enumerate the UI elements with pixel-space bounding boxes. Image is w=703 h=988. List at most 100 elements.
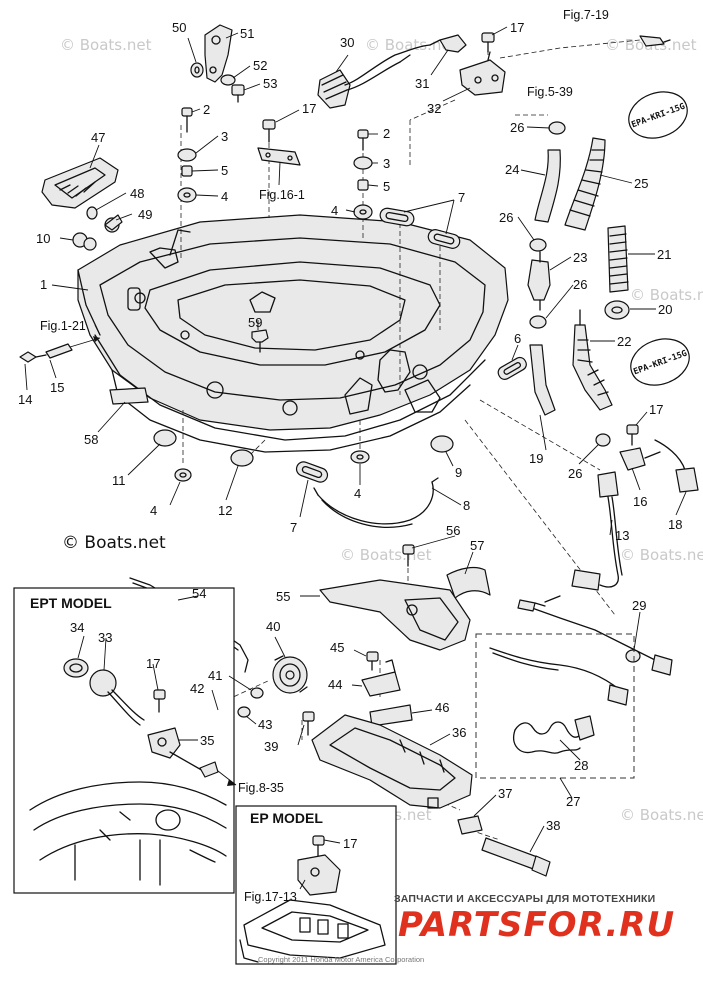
part-8-strap (313, 477, 439, 528)
callout-numbers: 50 51 52 53 2 3 5 4 47 48 49 10 1 Fig.1-… (18, 8, 682, 904)
part-20-grommet (604, 300, 630, 320)
callout-26: 26 (573, 277, 587, 292)
callout-28: 28 (574, 758, 588, 773)
callout-54: 54 (192, 586, 206, 601)
callout-8: 8 (463, 498, 470, 513)
callout-5: 5 (221, 163, 228, 178)
part-23-filter (527, 251, 551, 311)
part-39-bolt (302, 711, 315, 736)
ep-model-box: EP MODEL (235, 805, 397, 965)
part-43-washer (237, 706, 251, 718)
callout-48: 48 (130, 186, 144, 201)
callout-22: 22 (617, 334, 631, 349)
callout-17: 17 (302, 101, 316, 116)
part-17-bolt-top (262, 119, 276, 143)
part-12-plug (230, 449, 254, 467)
callout-4: 4 (354, 486, 361, 501)
watermark-text: © Boats.net (340, 546, 432, 564)
part-57-pad (446, 566, 491, 599)
part-18-cap (654, 439, 699, 493)
part-50-washer (190, 62, 204, 78)
fig-ref-8-35: Fig.8-35 (238, 781, 284, 795)
callout-5: 5 (383, 179, 390, 194)
callout-57: 57 (470, 538, 484, 553)
part-34-grommet (63, 658, 89, 678)
part-55-tray (319, 579, 471, 651)
part-30-switch (317, 39, 441, 109)
part-26-clamp-3 (529, 315, 547, 329)
fig-ref-5-39: Fig.5-39 (527, 85, 573, 99)
callout-33: 33 (98, 630, 112, 645)
callout-37: 37 (498, 786, 512, 801)
callout-53: 53 (263, 76, 277, 91)
callout-26: 26 (568, 466, 582, 481)
part-56-bolt (402, 544, 415, 567)
callout-47: 47 (91, 130, 105, 145)
callout-17: 17 (343, 836, 357, 851)
callout-19: 19 (529, 451, 543, 466)
part-45-bolt (366, 651, 379, 671)
part-17-bolt-topright (481, 32, 495, 53)
callout-45: 45 (330, 640, 344, 655)
callout-23: 23 (573, 250, 587, 265)
callout-16: 16 (633, 494, 647, 509)
ep-tray-detail (239, 899, 386, 963)
part-19-hose (529, 344, 556, 416)
callout-39: 39 (264, 739, 278, 754)
part-2-bolt-left (181, 107, 193, 133)
part-40-pulley (272, 655, 308, 694)
callout-26: 26 (499, 210, 513, 225)
callout-50: 50 (172, 20, 186, 35)
part-10-grommet (72, 232, 97, 251)
ept-engine-detail (29, 781, 227, 886)
part-35-bracket (147, 727, 219, 778)
part-4-grommet-left (177, 187, 197, 203)
part-fig16-bracket (257, 147, 301, 166)
part-49-collar (104, 214, 123, 233)
cable-fig7-19 (499, 35, 671, 59)
part-53-bolt (231, 84, 245, 103)
part-41-washer (250, 687, 264, 699)
part-17-bolt-ep (312, 835, 325, 857)
callout-46: 46 (435, 700, 449, 715)
fig-ref-16-1: Fig.16-1 (259, 188, 305, 202)
callout-21: 21 (657, 247, 671, 262)
callout-43: 43 (258, 717, 272, 732)
part-7-seals-top (379, 207, 461, 249)
part-17-bolt-right (626, 424, 639, 446)
part-29-cable (517, 595, 673, 676)
callout-17: 17 (146, 656, 160, 671)
callout-44: 44 (328, 677, 342, 692)
callout-51: 51 (240, 26, 254, 41)
callout-3: 3 (221, 129, 228, 144)
boats-net-watermark: © Boats.net (62, 533, 166, 553)
part-59-clip (251, 329, 269, 353)
part-44-bracket (361, 659, 401, 697)
part-3-grommet-left (177, 148, 197, 162)
callout-14: 14 (18, 392, 32, 407)
part-6-seal (497, 356, 527, 380)
brand-tagline: ЗАПЧАСТИ И АКСЕССУАРЫ ДЛЯ МОТОТЕХНИКИ (394, 893, 656, 905)
callout-38: 38 (546, 818, 560, 833)
callout-7: 7 (458, 190, 465, 205)
watermark-text: © Boats.net (620, 546, 703, 564)
part-17-bolt-ept (153, 689, 166, 713)
callout-17: 17 (649, 402, 663, 417)
leader-lines (24, 26, 687, 890)
fig-ref-7-19: Fig.7-19 (563, 8, 609, 22)
callout-55: 55 (276, 589, 290, 604)
callout-26: 26 (510, 120, 524, 135)
part-25-hose-protector (564, 137, 606, 231)
brand-logo: PARTSFOR.RU (398, 905, 676, 945)
part-24-hose (534, 149, 561, 223)
part-4-grommet-center (350, 450, 370, 464)
callout-24: 24 (505, 162, 519, 177)
part-11-plug (153, 429, 177, 447)
callout-4: 4 (221, 189, 228, 204)
ept-model-title: EPT MODEL (30, 595, 112, 611)
callout-12: 12 (218, 503, 232, 518)
callout-32: 32 (427, 101, 441, 116)
part-27-lanyard-kit (475, 633, 635, 779)
part-51-lever (204, 24, 233, 83)
